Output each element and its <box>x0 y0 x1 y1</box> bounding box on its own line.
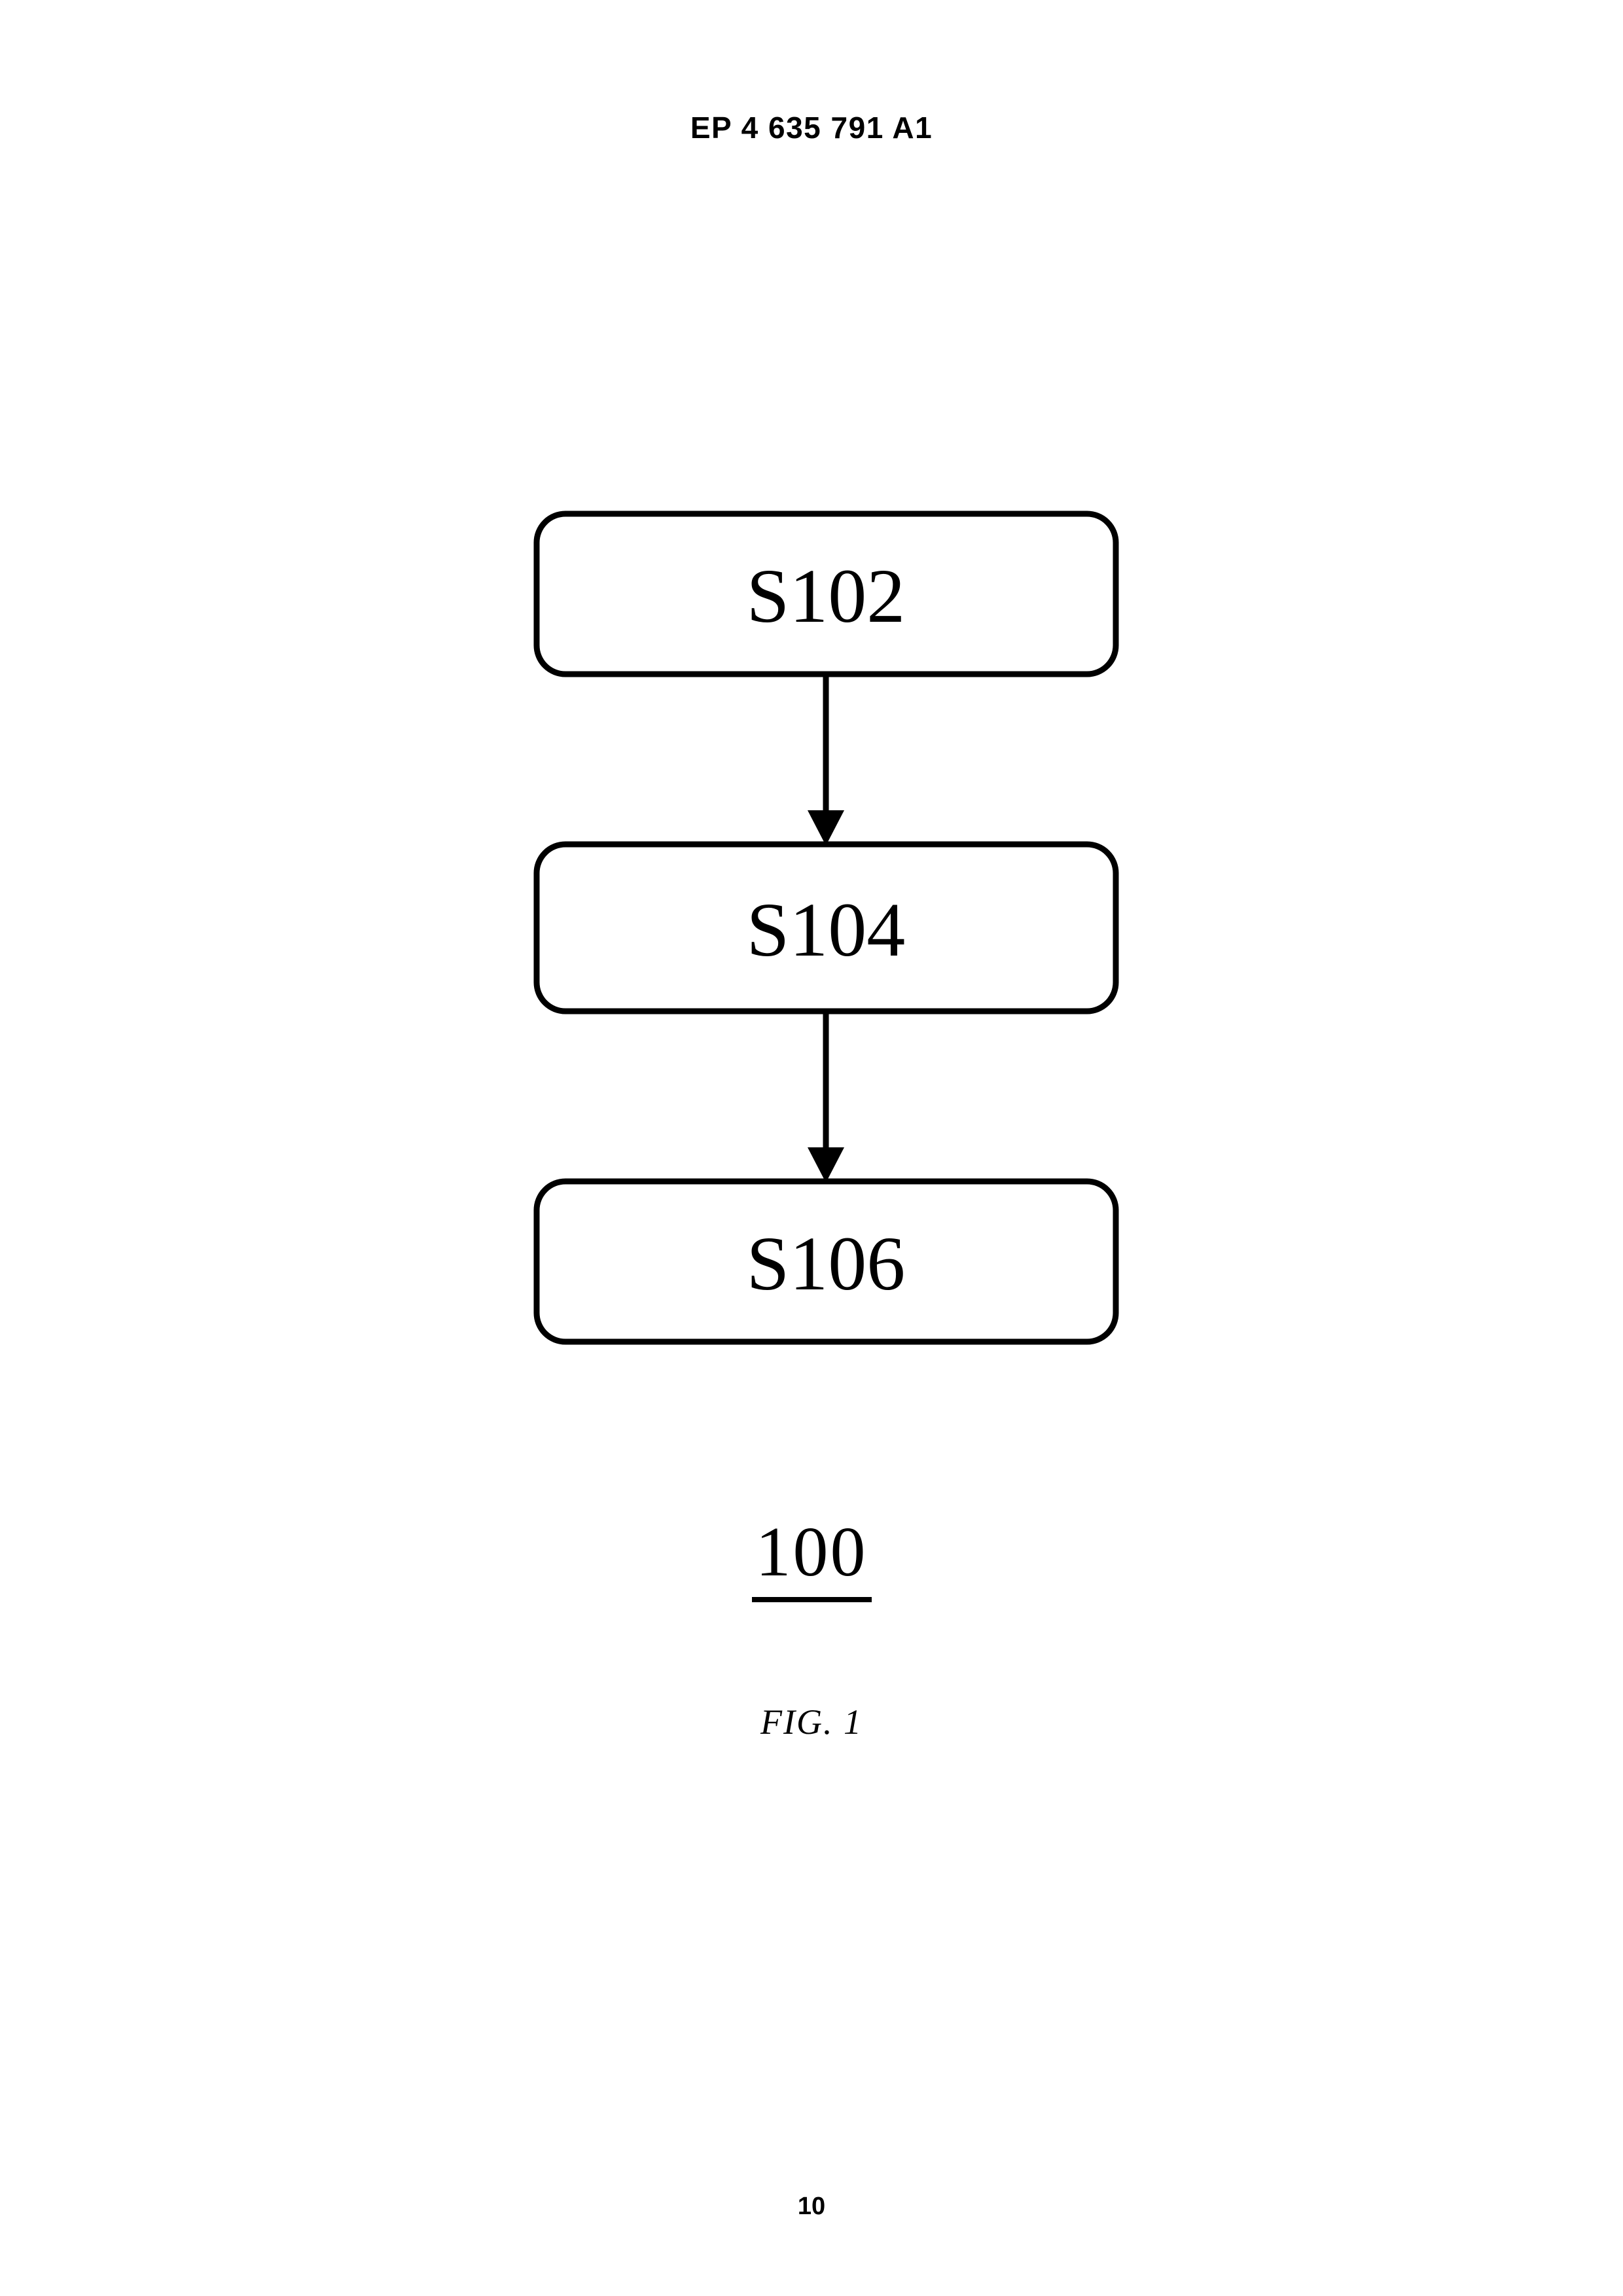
flow-node-s106-box <box>533 1178 1119 1345</box>
flow-connector-s104-s106 <box>808 1011 844 1183</box>
page-number: 10 <box>797 2193 826 2220</box>
arrow-head-icon <box>808 1147 844 1183</box>
figure-reference-numeral: 100 <box>0 1517 1623 1602</box>
flowchart-diagram: S102 S104 S106 <box>533 511 1119 1345</box>
flow-node-s102: S102 <box>533 511 1119 677</box>
flow-connector-s102-s104 <box>808 674 844 846</box>
figure-reference-numeral-value: 100 <box>751 1517 872 1602</box>
publication-number-header: EP 4 635 791 A1 <box>690 111 933 145</box>
flow-node-s104-label: S104 <box>747 887 906 973</box>
arrow-head-icon <box>808 810 844 846</box>
flow-node-s104: S104 <box>533 841 1119 1014</box>
flow-node-s106: S106 <box>533 1178 1119 1345</box>
figure-caption: FIG. 1 <box>760 1702 863 1742</box>
flow-node-s106-label: S106 <box>747 1221 906 1306</box>
flow-node-s102-label: S102 <box>747 553 906 639</box>
